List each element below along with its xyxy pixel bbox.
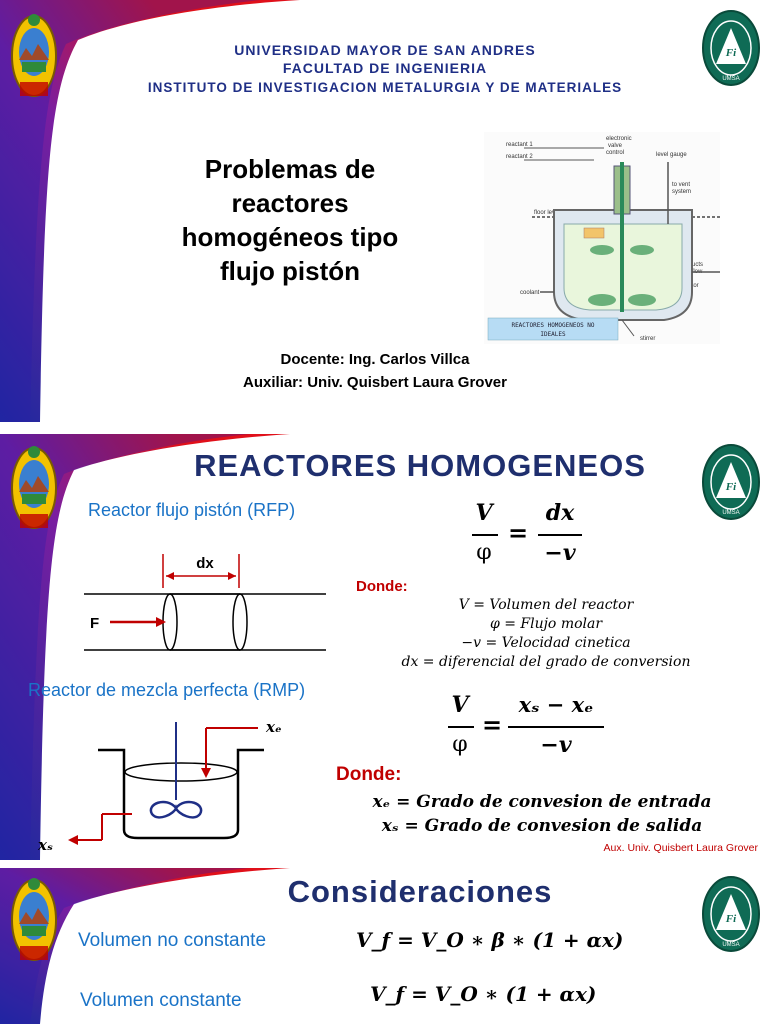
faculty-seal-logo: Fi UMSA bbox=[702, 444, 760, 520]
fraction-bar bbox=[538, 534, 582, 536]
slide-title: REACTORES HOMOGENEOS bbox=[194, 448, 646, 483]
faculty-seal-logo: Fi UMSA bbox=[702, 10, 760, 86]
eq2-den-right: −v bbox=[540, 732, 572, 758]
eq2-num-left: V bbox=[451, 692, 469, 718]
umsa-crest-logo bbox=[11, 878, 57, 961]
definition-line: xₑ = Grado de convesion de entrada bbox=[372, 792, 712, 812]
eq1-equals: = bbox=[507, 518, 529, 547]
slide-title: Consideraciones bbox=[287, 874, 553, 909]
staff-info: Docente: Ing. Carlos Villca Auxiliar: Un… bbox=[150, 348, 600, 394]
label-electronic: electronic bbox=[606, 136, 632, 142]
rmp-label: Reactor de mezcla perfecta (RMP) bbox=[28, 680, 306, 700]
presentation-title: Problemas de reactores homogéneos tipo f… bbox=[150, 152, 430, 288]
author-credit: Aux. Univ. Quisbert Laura Grover bbox=[603, 842, 758, 854]
faculty-name: FACULTAD DE INGENIERIA bbox=[282, 60, 488, 76]
diagram-caption-line: IDEALES bbox=[540, 331, 566, 338]
rfp-definitions: V = Volumen del reactor φ = Flujo molar … bbox=[346, 596, 746, 672]
donde-label: Donde: bbox=[356, 578, 408, 595]
institute-name: INSTITUTO DE INVESTIGACION METALURGIA Y … bbox=[147, 80, 623, 95]
definition-line: V = Volumen del reactor bbox=[458, 597, 634, 613]
faculty-seal-logo: Fi UMSA bbox=[702, 876, 760, 952]
constant-volume-equation: V_f = V_O ∗ (1 + αx) bbox=[370, 982, 597, 1006]
fraction-bar bbox=[472, 534, 498, 536]
flow-f-label: F bbox=[90, 615, 99, 632]
svg-text:Fi: Fi bbox=[725, 481, 737, 493]
label-coolant: coolant bbox=[520, 290, 540, 296]
definition-line: −v = Velocidad cinetica bbox=[461, 635, 631, 651]
plug-flow-diagram: dx F bbox=[84, 554, 326, 651]
label-floor-level: floor level bbox=[534, 210, 560, 216]
label-level-gauge: level gauge bbox=[656, 152, 687, 158]
fraction-bar bbox=[508, 726, 604, 728]
rmp-equation: V φ = xₛ − xₑ −v bbox=[446, 692, 616, 766]
definition-line: φ = Flujo molar bbox=[489, 616, 603, 632]
label-reactant2: reactant 2 bbox=[506, 154, 533, 160]
title-line: flujo pistón bbox=[219, 256, 361, 286]
svg-text:Fi: Fi bbox=[725, 47, 737, 59]
reactor-diagram: reactant 1 reactant 2 electronic valve c… bbox=[484, 132, 720, 344]
slide-gap bbox=[0, 422, 768, 434]
fraction-bar bbox=[448, 726, 474, 728]
svg-text:UMSA: UMSA bbox=[722, 942, 739, 948]
mixed-tank-diagram: xₑ xₛ bbox=[37, 718, 282, 854]
slide-homogeneous-reactors: Fi UMSA REACTORES HOMOGENEOS Reactor flu… bbox=[0, 434, 768, 860]
rfp-equation: V φ = dx −v bbox=[470, 500, 590, 574]
variable-volume-label: Volumen no constante bbox=[78, 930, 267, 951]
eq2-equals: = bbox=[481, 710, 503, 739]
label-valve: valve bbox=[608, 143, 623, 149]
university-name: UNIVERSIDAD MAYOR DE SAN ANDRES bbox=[234, 42, 536, 58]
rmp-definitions: xₑ = Grado de convesion de entrada xₛ = … bbox=[332, 790, 752, 838]
slide-title: Fi UMSA UNIVERSIDAD MAYOR DE SAN ANDRES … bbox=[0, 0, 768, 422]
definition-line: xₛ = Grado de convesion de salida bbox=[381, 816, 703, 836]
definition-line: dx = diferencial del grado de conversion bbox=[401, 654, 691, 670]
umsa-crest-logo bbox=[11, 446, 57, 529]
label-system: system bbox=[672, 189, 691, 195]
svg-text:UMSA: UMSA bbox=[722, 76, 739, 82]
auxiliar-line: Auxiliar: Univ. Quisbert Laura Grover bbox=[243, 374, 507, 391]
constant-volume-label: Volumen constante bbox=[80, 990, 242, 1011]
svg-text:UMSA: UMSA bbox=[722, 510, 739, 516]
donde-label: Donde: bbox=[336, 764, 402, 785]
title-line: homogéneos tipo bbox=[181, 222, 399, 252]
umsa-crest-logo bbox=[11, 14, 57, 97]
xs-label: xₛ bbox=[37, 836, 53, 854]
eq1-den-left: φ bbox=[476, 540, 492, 565]
slide-gap bbox=[0, 860, 768, 868]
eq1-num-left: V bbox=[475, 500, 493, 526]
eq1-den-right: −v bbox=[544, 540, 576, 566]
title-line: reactores bbox=[231, 188, 349, 218]
variable-volume-equation: V_f = V_O ∗ β ∗ (1 + αx) bbox=[356, 928, 624, 952]
eq2-den-left: φ bbox=[452, 732, 468, 757]
eq1-num-right: dx bbox=[545, 500, 575, 526]
label-to-vent: to vent bbox=[672, 182, 690, 188]
label-reactant1: reactant 1 bbox=[506, 142, 533, 148]
rfp-label: Reactor flujo pistón (RFP) bbox=[88, 500, 296, 520]
dx-label: dx bbox=[196, 555, 214, 572]
diagram-caption-line: REACTORES HOMOGENEOS NO bbox=[511, 322, 594, 329]
label-control: control bbox=[606, 150, 624, 156]
slide-considerations: Fi UMSA Consideraciones Volumen no const… bbox=[0, 868, 768, 1024]
docente-line: Docente: Ing. Carlos Villca bbox=[280, 351, 470, 368]
xe-label: xₑ bbox=[265, 718, 282, 736]
svg-text:Fi: Fi bbox=[725, 913, 737, 925]
label-stirrer: stirrer bbox=[640, 336, 655, 342]
title-line: Problemas de bbox=[204, 154, 376, 184]
eq2-num-right: xₛ − xₑ bbox=[518, 692, 594, 717]
